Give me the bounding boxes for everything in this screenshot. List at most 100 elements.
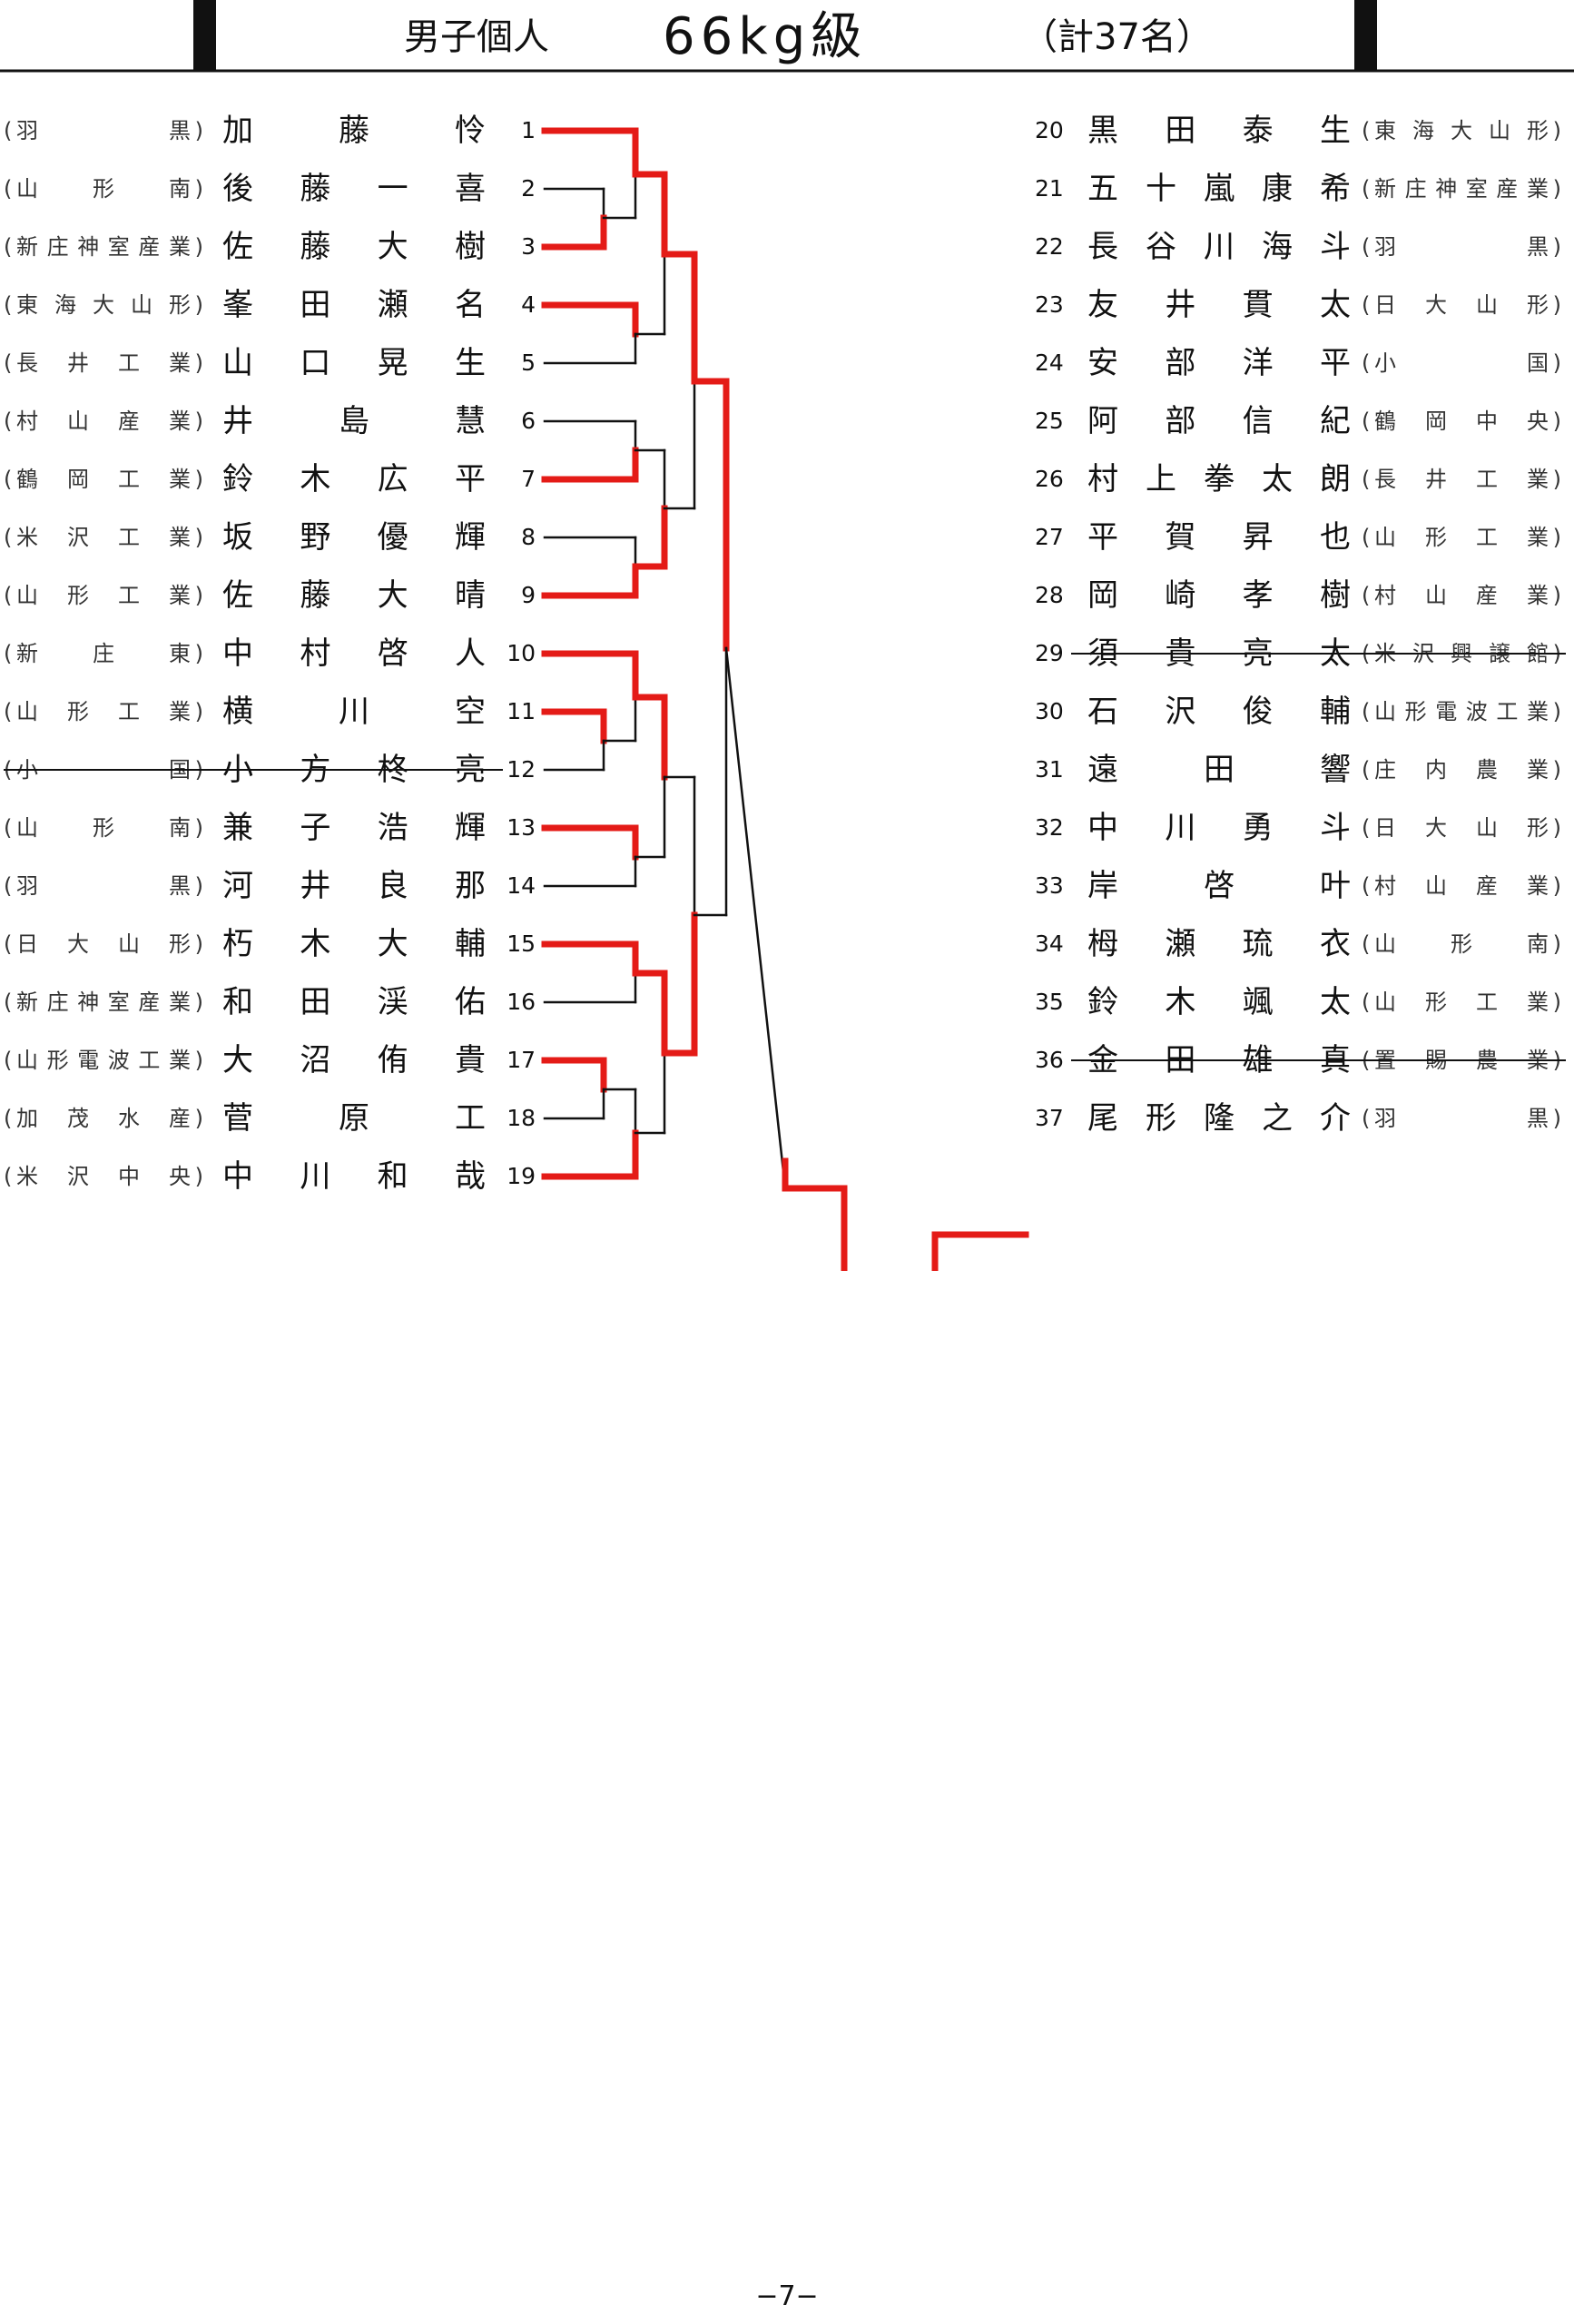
entry-number: 36 [1035, 1047, 1064, 1073]
entry-number: 17 [507, 1047, 536, 1073]
school-name: (鶴岡工業) [4, 467, 203, 492]
school-name: (新庄神室産業) [1362, 176, 1561, 202]
school-name: (村山産業) [1362, 583, 1561, 608]
entry-number: 4 [521, 291, 536, 318]
entry-number: 9 [521, 582, 536, 608]
entry-number: 16 [507, 989, 536, 1015]
athlete-name: 後藤一喜 [222, 171, 486, 207]
entry-number: 8 [521, 524, 536, 550]
athlete-name: 村上拳太朗 [1087, 461, 1351, 497]
athlete-name: 山口晃生 [222, 345, 486, 381]
entry-row: (山形南) 後藤一喜 2 [0, 171, 545, 207]
athlete-name: 大沼侑貴 [222, 1042, 486, 1078]
school-name: (長井工業) [4, 350, 203, 376]
entry-number: 30 [1035, 698, 1064, 724]
school-name: (羽黒) [4, 873, 203, 899]
athlete-name: 黒田泰生 [1087, 113, 1351, 149]
athlete-name: 岸啓叶 [1087, 868, 1351, 904]
entry-row: (新庄神室産業) 五十嵐康希 21 [1021, 171, 1574, 207]
school-name: (山形南) [1362, 931, 1561, 957]
athlete-name: 岡崎孝樹 [1087, 577, 1351, 614]
athlete-name: 平賀昇也 [1087, 519, 1351, 556]
athlete-name: 峯田瀬名 [222, 287, 486, 323]
athlete-name: 尾形隆之介 [1087, 1100, 1351, 1137]
entry-number: 31 [1035, 756, 1064, 783]
school-name: (山形南) [4, 815, 203, 841]
entry-number: 22 [1035, 233, 1064, 260]
school-name: (新庄神室産業) [4, 990, 203, 1015]
athlete-name: 阿部信紀 [1087, 403, 1351, 439]
entry-number: 5 [521, 350, 536, 376]
school-name: (東海大山形) [4, 292, 203, 318]
entry-number: 23 [1035, 291, 1064, 318]
entry-number: 28 [1035, 582, 1064, 608]
school-name: (山形電波工業) [4, 1048, 203, 1073]
entry-number: 21 [1035, 175, 1064, 202]
school-name: (小国) [1362, 350, 1561, 376]
athlete-name: 石沢俊輔 [1087, 694, 1351, 730]
entrant-count: （計37名） [1021, 16, 1213, 58]
entry-number: 10 [507, 640, 536, 666]
athlete-name: 加藤怜 [222, 113, 486, 149]
entry-number: 12 [507, 756, 536, 783]
entry-number: 33 [1035, 872, 1064, 899]
entry-number: 24 [1035, 350, 1064, 376]
entry-number: 7 [521, 466, 536, 492]
school-name: (日大山形) [1362, 292, 1561, 318]
entry-number: 32 [1035, 814, 1064, 841]
athlete-name: 横川空 [222, 694, 486, 730]
school-name: (東海大山形) [1362, 118, 1561, 143]
bracket-line [724, 646, 787, 1190]
athlete-name: 安部洋平 [1087, 345, 1351, 381]
page-header: 男子個人 66kg級 （計37名） [0, 0, 1574, 73]
entry-row: (山形電波工業) 大沼侑貴 17 [0, 1042, 545, 1078]
entry-number: 35 [1035, 989, 1064, 1015]
school-name: (村山産業) [4, 409, 203, 434]
school-name: (羽黒) [1362, 1106, 1561, 1131]
school-name: (山形工業) [1362, 990, 1561, 1015]
athlete-name: 菅原工 [222, 1100, 486, 1137]
entry-row: (村山産業) 岡崎孝樹 28 [1021, 577, 1574, 614]
athlete-name: 井島慧 [222, 403, 486, 439]
athlete-name: 中川勇斗 [1087, 810, 1351, 846]
entry-row: (羽黒) 長谷川海斗 22 [1021, 229, 1574, 265]
school-name: (山形工業) [4, 699, 203, 724]
school-name: (米沢中央) [4, 1164, 203, 1189]
athlete-name: 五十嵐康希 [1087, 171, 1351, 207]
entry-number: 19 [507, 1163, 536, 1189]
school-name: (山形南) [4, 176, 203, 202]
school-name: (長井工業) [1362, 467, 1561, 492]
entry-row: (東海大山形) 峯田瀬名 4 [0, 287, 545, 323]
school-name: (庄内農業) [1362, 757, 1561, 783]
athlete-name: 長谷川海斗 [1087, 229, 1351, 265]
entry-number: 14 [507, 872, 536, 899]
header-frame [0, 0, 1574, 73]
entry-number: 2 [521, 175, 536, 202]
school-name: (羽黒) [1362, 234, 1561, 260]
athlete-name: 中村啓人 [222, 635, 486, 672]
entry-row: (長井工業) 山口晃生 5 [0, 345, 545, 381]
athlete-name: 遠田響 [1087, 752, 1351, 788]
entry-number: 18 [507, 1105, 536, 1131]
entry-number: 15 [507, 931, 536, 957]
